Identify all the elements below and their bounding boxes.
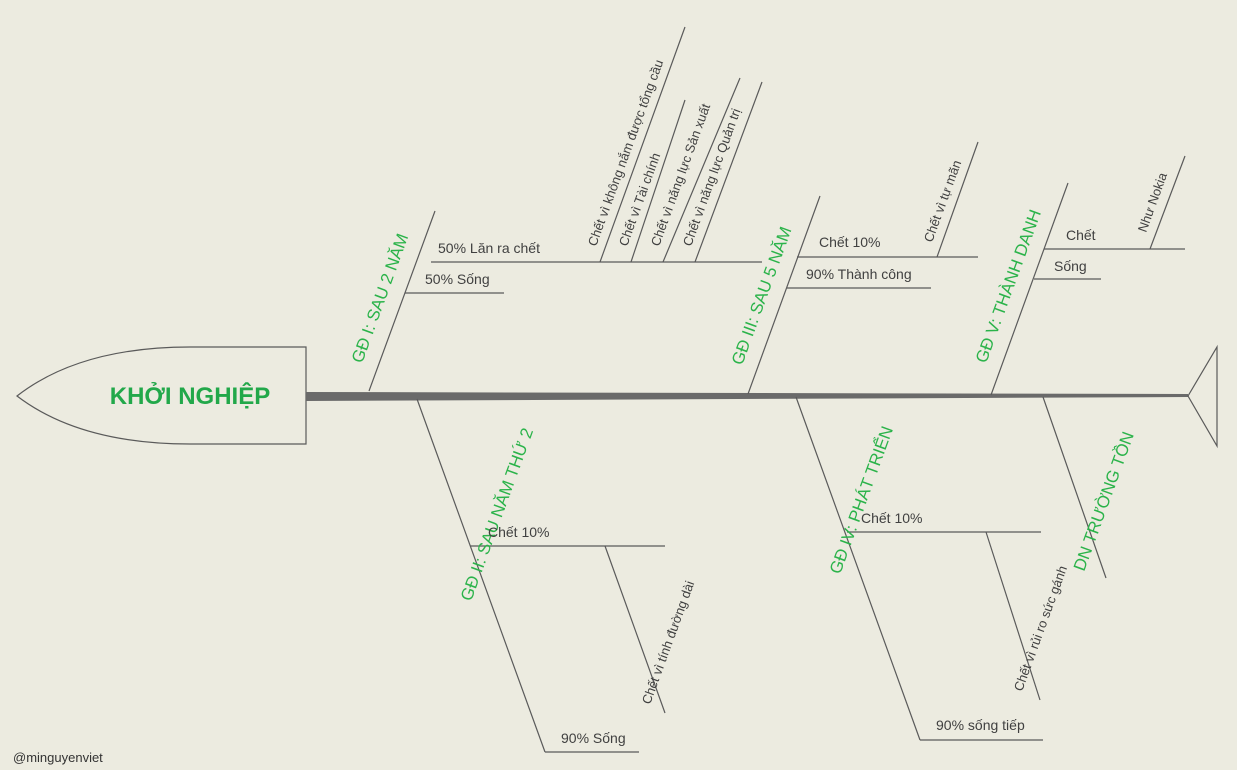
stage-5-title: GĐ V: THÀNH DANH [972,207,1045,365]
stage-1-dead-label: 50% Lăn ra chết [438,240,540,256]
stage-5-branch: GĐ V: THÀNH DANH Chết Sống Như Nokia [972,155,1186,396]
stage-2-title: GĐ II: SAU NĂM THỨ 2 [457,426,537,604]
stage-6-title: DN TRƯỜNG TỒN [1070,429,1138,573]
stage-5-dead-label: Chết [1066,227,1096,243]
stage-3-title: GĐ III: SAU 5 NĂM [728,224,796,367]
fish-tail [1187,344,1218,449]
stage-4-dead-label: Chết 10% [861,510,922,526]
spine [306,392,1188,401]
stage-3-cause: Chết vì tự mãn [921,158,965,244]
stage-2-alive-label: 90% Sống [561,730,626,746]
stage-2-cause: Chết vì tính đường dài [639,579,698,706]
stage-1-branch: GĐ I: SAU 2 NĂM 50% Lăn ra chết 50% Sống… [348,26,763,392]
stage-3-dead-label: Chết 10% [819,234,880,250]
stage-3-branch: GĐ III: SAU 5 NĂM Chết 10% 90% Thành côn… [728,141,979,395]
stage-4-title: GĐ IV: PHÁT TRIỂN [826,424,897,577]
stage-5-example: Như Nokia [1135,170,1171,234]
fish-head [16,346,307,445]
stage-4-alive-label: 90% sống tiếp [936,717,1025,733]
stage-3-alive-label: 90% Thành công [806,266,912,282]
stage-2-branch: GĐ II: SAU NĂM THỨ 2 Chết 10% Chết vì tí… [416,398,698,753]
stage-5-alive-label: Sống [1054,258,1087,274]
head-label: KHỞI NGHIỆP [110,381,271,410]
stage-6-branch: DN TRƯỜNG TỒN [1042,396,1138,579]
stage-1-alive-label: 50% Sống [425,271,490,287]
author-credit: @minguyenviet [13,750,103,765]
stage-4-cause: Chết vì rủi ro sức gánh [1011,564,1070,693]
stage-2-dead-label: Chết 10% [488,524,549,540]
stage-4-branch: GĐ IV: PHÁT TRIỂN Chết 10% Chết vì rủi r… [795,396,1070,741]
